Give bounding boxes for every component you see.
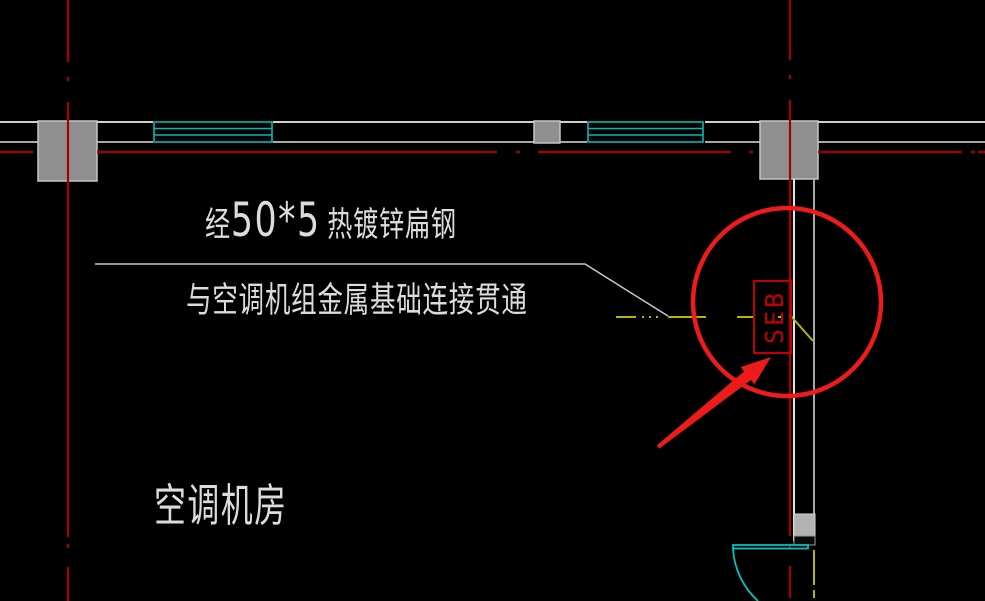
window-1 xyxy=(153,120,273,144)
door-frame-socket xyxy=(793,535,816,546)
wall-pier xyxy=(533,120,561,144)
door-leaf xyxy=(732,544,809,550)
top-wall xyxy=(0,121,985,143)
right-wall xyxy=(793,179,815,541)
seb-box-label: SEB xyxy=(760,290,789,344)
door xyxy=(732,544,809,601)
door-swing-arc xyxy=(732,548,759,601)
leader-line xyxy=(95,263,669,317)
right-wall-pier xyxy=(793,513,816,537)
seb-box: SEB xyxy=(753,280,792,354)
window-2 xyxy=(587,120,705,144)
leader-note-spec: 50*5 xyxy=(230,193,321,248)
bond-line-wall-crossing xyxy=(789,314,814,342)
leader-note-prefix: 经 xyxy=(205,205,231,245)
leader-note-line-2: 与空调机组金属基础连接贯通 xyxy=(186,281,528,321)
room-label: 空调机房 xyxy=(154,479,288,532)
leader-note-suffix: 热镀锌扁钢 xyxy=(327,205,457,245)
annotation-arrow xyxy=(656,357,771,449)
highlight-circle xyxy=(690,205,884,399)
